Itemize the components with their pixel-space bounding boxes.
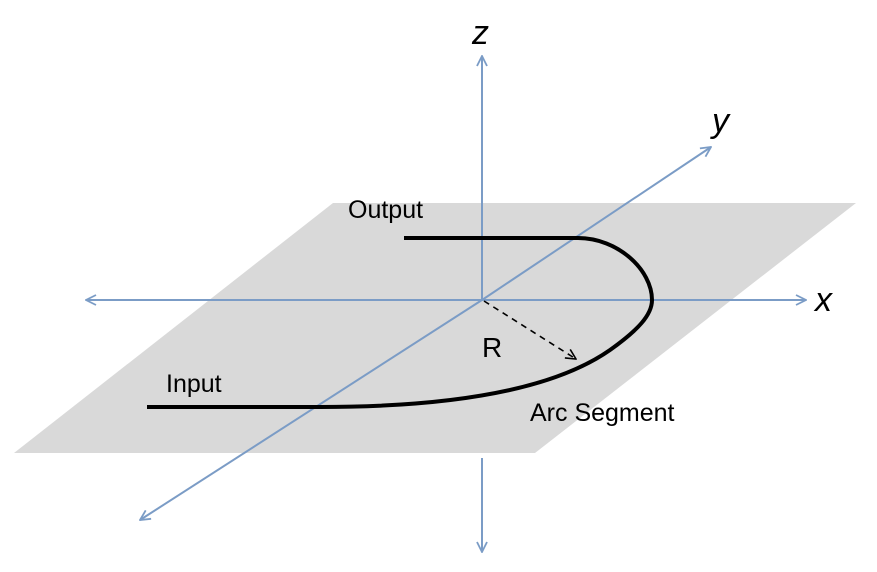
x-axis-label: x xyxy=(813,281,833,319)
radius-arrow xyxy=(483,300,576,359)
z-axis-label: z xyxy=(471,14,489,52)
arc-curve xyxy=(147,236,654,409)
y-axis-label: y xyxy=(710,102,731,140)
y-axis-negative xyxy=(140,299,483,520)
arc-segment-label: Arc Segment xyxy=(530,399,675,427)
output-label: Output xyxy=(348,196,423,224)
y-axis-positive xyxy=(481,147,711,301)
radius-label: R xyxy=(482,332,502,363)
input-label: Input xyxy=(166,370,222,398)
xy-plane xyxy=(14,203,856,453)
